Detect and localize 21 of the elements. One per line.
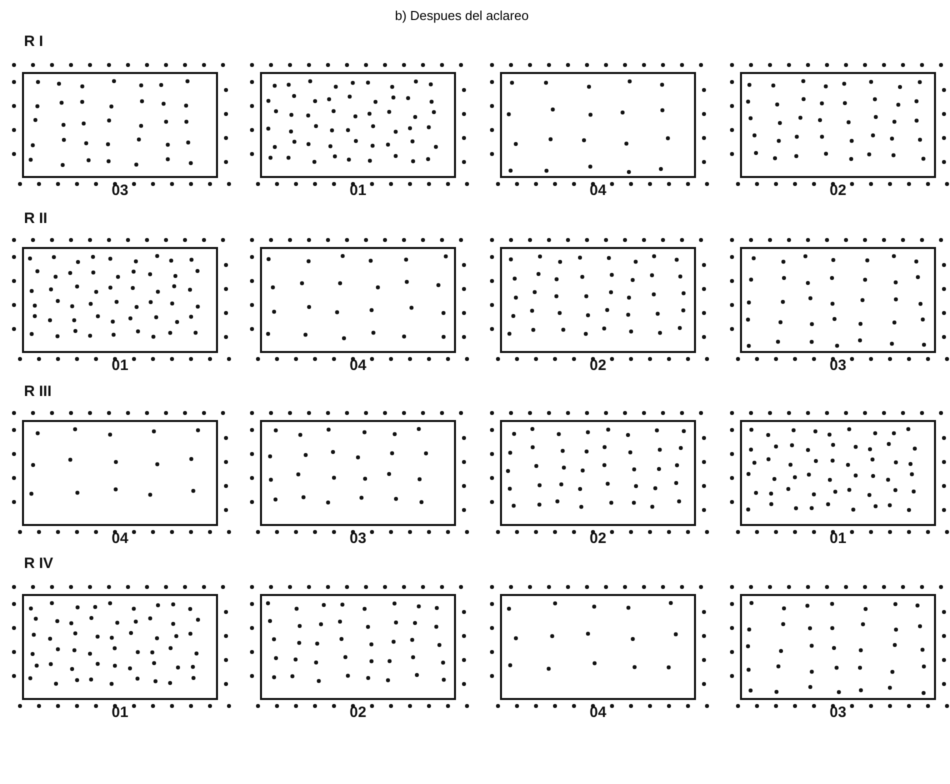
plot-label: 03 — [348, 530, 368, 547]
plot-label: 01 — [110, 357, 130, 374]
plot-label: 02 — [588, 357, 608, 374]
plot-label: 02 — [348, 704, 368, 721]
row-label: R III — [24, 383, 52, 400]
plot-label: 01 — [110, 704, 130, 721]
row-label: R IV — [24, 555, 54, 572]
plot-label: 01 — [348, 182, 368, 199]
plot-label: 03 — [828, 357, 848, 374]
plot-label: 03 — [828, 704, 848, 721]
row-label: R II — [24, 210, 48, 227]
plot-label: 02 — [588, 530, 608, 547]
plot-label: 01 — [828, 530, 848, 547]
plot-label: 04 — [588, 704, 608, 721]
plot-label: 03 — [110, 182, 130, 199]
plot-label: 04 — [110, 530, 130, 547]
row-label: R I — [24, 33, 44, 50]
plot-label: 02 — [828, 182, 848, 199]
plot-label: 04 — [348, 357, 368, 374]
plot-label: 04 — [588, 182, 608, 199]
title: b) Despues del aclareo — [395, 8, 529, 23]
